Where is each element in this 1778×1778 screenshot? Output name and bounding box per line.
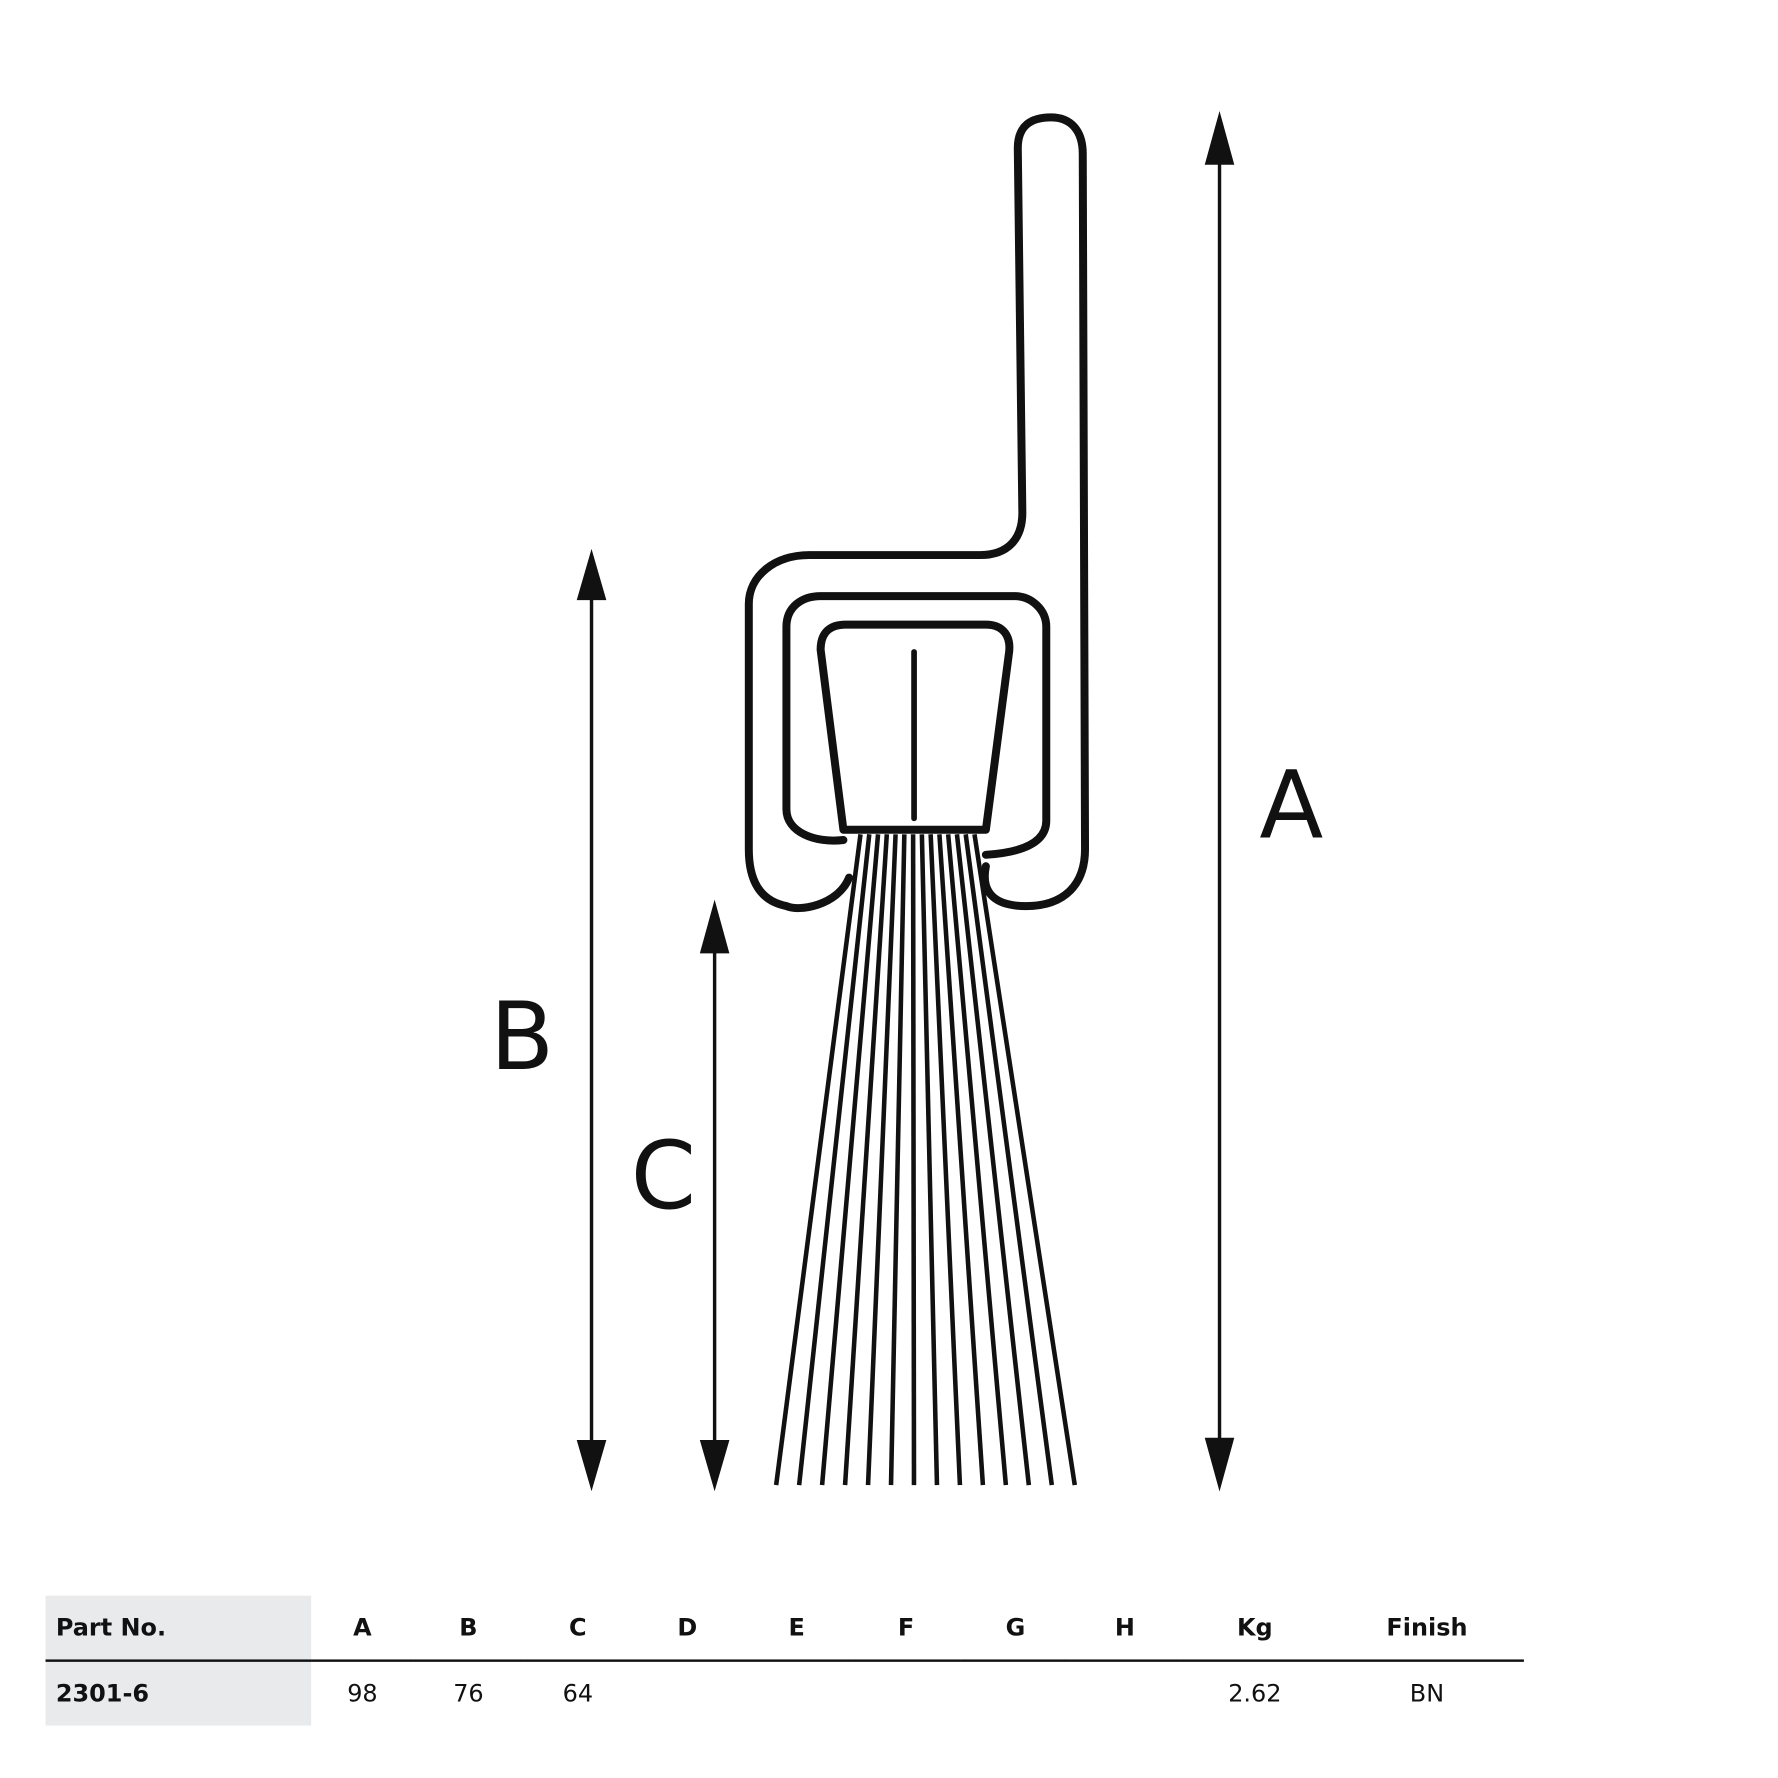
cell-b: 76	[453, 1679, 484, 1708]
bristles	[773, 833, 1078, 1486]
dimension-label-b: B	[490, 983, 554, 1092]
header-h: H	[1070, 1595, 1180, 1662]
cell-kg: 2.62	[1228, 1679, 1282, 1708]
bristle	[888, 834, 907, 1486]
bristle	[928, 834, 963, 1486]
dimension-arrow-c	[699, 899, 730, 1492]
header-f: F	[851, 1595, 961, 1662]
cell-part-no: 2301-6	[45, 1660, 312, 1726]
cell-e	[742, 1661, 851, 1726]
bristle	[842, 834, 890, 1486]
bristle	[910, 834, 917, 1486]
spec-table: Part No. A B C D E F G H Kg Finish 2301-…	[45, 1595, 1524, 1726]
bristle	[937, 834, 986, 1486]
dimension-arrow-b	[576, 548, 607, 1492]
bristle	[865, 834, 898, 1486]
dimension-label-a: A	[1259, 752, 1323, 861]
header-finish: Finish	[1330, 1595, 1524, 1662]
bristle	[819, 834, 881, 1486]
cell-d	[633, 1661, 742, 1726]
header-c: C	[523, 1595, 633, 1662]
cell-g	[961, 1661, 1070, 1726]
table-header-row: Part No. A B C D E F G H Kg Finish	[45, 1595, 1524, 1662]
table-row: 2301-6 98 76 64 2.62 BN	[45, 1660, 1524, 1726]
header-e: E	[741, 1595, 852, 1662]
header-g: G	[960, 1595, 1071, 1662]
cell-finish: BN	[1409, 1679, 1445, 1708]
bristle	[972, 833, 1078, 1486]
bristle	[945, 834, 1009, 1486]
profile-outline	[744, 113, 1090, 913]
cell-h	[1070, 1661, 1179, 1726]
header-d: D	[632, 1595, 742, 1662]
cell-c: 64	[562, 1679, 594, 1708]
brush-strip-profile-diagram: A B C	[490, 110, 1323, 1492]
dimension-label-c: C	[631, 1122, 696, 1231]
bristle	[773, 833, 863, 1486]
header-kg: Kg	[1179, 1595, 1331, 1662]
header-b: B	[413, 1595, 524, 1662]
bristle	[954, 834, 1032, 1486]
bristle	[963, 833, 1055, 1486]
dimension-arrow-a	[1204, 110, 1235, 1492]
bristle	[919, 834, 940, 1486]
bristle	[796, 834, 872, 1486]
cell-f	[851, 1661, 960, 1726]
header-part-no: Part No.	[45, 1595, 312, 1662]
cell-a: 98	[347, 1679, 378, 1708]
header-a: A	[311, 1595, 414, 1662]
